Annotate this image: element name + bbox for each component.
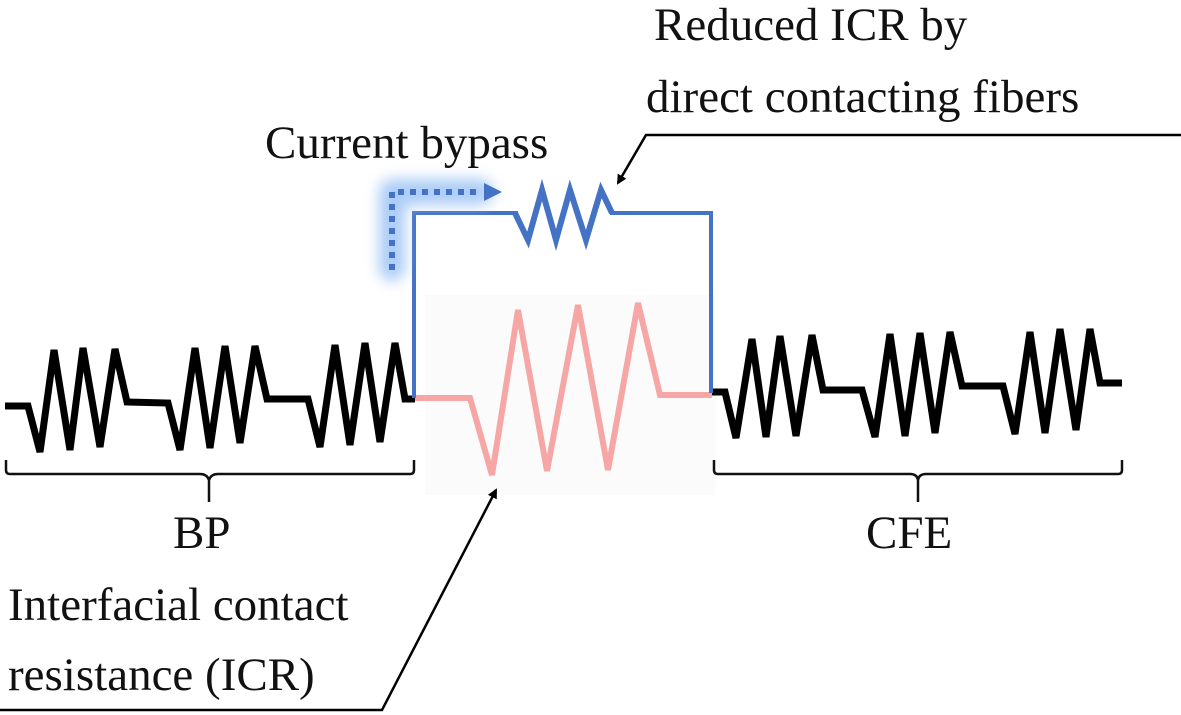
current-bypass-label: Current bypass bbox=[265, 117, 548, 169]
bypass-wire bbox=[412, 211, 518, 398]
icr-resistor bbox=[415, 302, 712, 476]
cfe-resistor-chain bbox=[710, 328, 1122, 439]
current-bypass-arrow bbox=[379, 179, 502, 281]
cfe-label: CFE bbox=[866, 507, 952, 559]
icr-label-line2: resistance (ICR) bbox=[8, 649, 315, 701]
icr-label-line1: Interfacial contact bbox=[8, 579, 349, 631]
bypass-resistor bbox=[512, 178, 615, 252]
bp-label: BP bbox=[173, 507, 231, 559]
arrow-head-icon bbox=[484, 183, 502, 201]
reduced-icr-leader bbox=[616, 133, 1181, 185]
bypass-wire-right bbox=[610, 211, 713, 393]
cfe-bracket bbox=[712, 460, 1124, 502]
bp-resistor-chain bbox=[5, 342, 415, 453]
reduced-icr-label-line1: Reduced ICR by bbox=[654, 0, 968, 51]
reduced-icr-label-line2: direct contacting fibers bbox=[646, 71, 1079, 123]
bp-bracket bbox=[4, 460, 416, 502]
icr-leader bbox=[0, 488, 498, 712]
